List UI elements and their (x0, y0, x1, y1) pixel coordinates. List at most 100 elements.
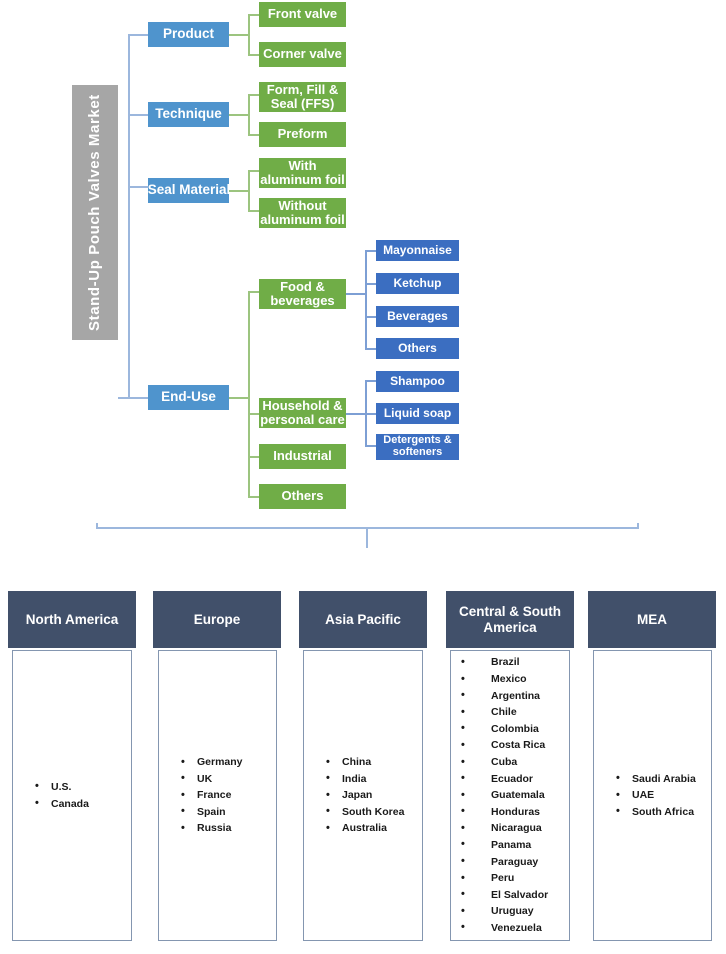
region-country-list-mea: Saudi Arabia UAE South Africa (594, 770, 711, 821)
segment-child-with-aluminum-foil[interactable]: With aluminum foil (259, 158, 346, 188)
connector-root-stub-horizontal (118, 397, 130, 399)
list-item: Nicaragua (461, 820, 569, 837)
list-item: Australia (326, 820, 422, 837)
list-item: Honduras (461, 803, 569, 821)
connector-to-end-use (128, 397, 148, 399)
segment-node-seal-material-label: Seal Material (147, 182, 231, 198)
list-item: Mexico (461, 671, 569, 688)
segment-child-corner-valve-label: Corner valve (263, 46, 342, 62)
connector-end-use-spine (248, 292, 250, 497)
region-body-europe: Germany UK France Spain Russia (158, 650, 277, 941)
segment-node-seal-material[interactable]: Seal Material (148, 178, 230, 203)
list-item: Venezuela (461, 919, 569, 937)
connector-to-seal-material (128, 186, 148, 188)
segment-subchild-ketchup[interactable]: Ketchup (376, 273, 459, 294)
list-item: France (181, 787, 276, 804)
connector-to-technique (128, 114, 148, 116)
region-country-list-central-south-america: Brazil Mexico Argentina Chile Colombia C… (451, 654, 569, 936)
connector-food-to-beverages (365, 316, 377, 318)
segment-node-technique[interactable]: Technique (148, 102, 229, 127)
connector-region-bracket-left-stub (96, 523, 98, 529)
segment-subchild-others-label: Others (398, 341, 437, 356)
connector-region-bracket-right-stub (637, 523, 639, 529)
segment-child-front-valve[interactable]: Front valve (259, 2, 346, 27)
list-item: Ecuador (461, 770, 569, 788)
segment-child-preform[interactable]: Preform (259, 122, 346, 147)
segment-node-product[interactable]: Product (148, 22, 229, 47)
list-item: South Korea (326, 803, 422, 821)
list-item: Uruguay (461, 903, 569, 920)
connector-food-to-others (365, 348, 377, 350)
region-header-mea: MEA (588, 591, 716, 648)
connector-food-to-mayonnaise (365, 250, 377, 252)
segment-subchild-ketchup-label: Ketchup (393, 276, 442, 291)
segment-subchild-others[interactable]: Others (376, 338, 459, 359)
connector-food-beverages-spine (365, 251, 367, 350)
segment-child-corner-valve[interactable]: Corner valve (259, 42, 346, 67)
connector-seal-material-spine (248, 171, 250, 212)
list-item: El Salvador (461, 886, 569, 904)
connector-technique-spine (248, 95, 250, 136)
connector-end-use-to-others (248, 496, 260, 498)
segment-child-with-aluminum-foil-label: With aluminum foil (260, 157, 345, 187)
connector-seal-material-out (229, 190, 249, 192)
segment-subchild-shampoo[interactable]: Shampoo (376, 371, 459, 392)
connector-seal-to-without-foil (248, 210, 260, 212)
list-item: China (326, 754, 422, 771)
region-header-north-america: North America (8, 591, 136, 648)
segment-child-industrial[interactable]: Industrial (259, 444, 346, 469)
segment-subchild-detergents-softeners[interactable]: Detergents & softeners (376, 434, 459, 460)
segment-node-end-use[interactable]: End-Use (148, 385, 229, 410)
region-country-list-europe: Germany UK France Spain Russia (159, 754, 276, 837)
segment-child-others[interactable]: Others (259, 484, 346, 509)
list-item: India (326, 770, 422, 788)
region-country-list-north-america: U.S. Canada (13, 778, 131, 812)
segment-child-household-personal-care[interactable]: Household & personal care (259, 398, 346, 428)
segment-subchild-detergents-softeners-label: Detergents & softeners (383, 434, 452, 458)
connector-food-to-ketchup (365, 283, 377, 285)
connector-to-product (128, 34, 148, 36)
segment-child-food-beverages-label: Food & beverages (270, 278, 335, 308)
connector-end-use-to-food-beverages (248, 291, 260, 293)
segment-child-without-aluminum-foil[interactable]: Without aluminum foil (259, 198, 346, 228)
connector-end-use-out (229, 397, 249, 399)
list-item: Paraguay (461, 853, 569, 871)
connector-household-to-shampoo (365, 380, 377, 382)
segment-child-front-valve-label: Front valve (267, 6, 338, 22)
region-header-asia-pacific: Asia Pacific (299, 591, 427, 648)
connector-household-out (346, 413, 366, 415)
connector-product-to-front-valve (248, 14, 260, 16)
segment-node-technique-label: Technique (155, 106, 222, 122)
region-header-asia-pacific-label: Asia Pacific (325, 611, 401, 627)
list-item: Spain (181, 803, 276, 821)
segment-node-product-label: Product (162, 26, 214, 42)
list-item: Japan (326, 787, 422, 804)
segment-child-form-fill-seal[interactable]: Form, Fill & Seal (FFS) (259, 82, 346, 112)
connector-technique-to-ffs (248, 94, 260, 96)
segment-child-preform-label: Preform (277, 126, 328, 142)
connector-region-bracket-drop (366, 528, 368, 548)
connector-household-to-liquid-soap (365, 413, 377, 415)
region-header-north-america-label: North America (25, 611, 119, 627)
list-item: Germany (181, 754, 276, 771)
segment-child-food-beverages[interactable]: Food & beverages (259, 279, 346, 309)
list-item: U.S. (35, 778, 131, 796)
segment-subchild-mayonnaise[interactable]: Mayonnaise (376, 240, 459, 261)
connector-end-use-to-household (248, 413, 260, 415)
region-body-mea: Saudi Arabia UAE South Africa (593, 650, 712, 941)
list-item: South Africa (616, 803, 711, 821)
root-node-label: Stand-Up Pouch Valves Market (85, 94, 103, 331)
region-header-central-south-america: Central & South America (446, 591, 574, 648)
list-item: Panama (461, 836, 569, 854)
connector-product-out (229, 34, 249, 36)
segment-subchild-mayonnaise-label: Mayonnaise (383, 243, 452, 258)
segment-node-end-use-label: End-Use (161, 389, 216, 405)
list-item: UAE (616, 787, 711, 804)
connector-food-beverages-out (346, 293, 366, 295)
connector-technique-to-preform (248, 134, 260, 136)
segment-subchild-beverages[interactable]: Beverages (376, 306, 459, 327)
segment-subchild-liquid-soap[interactable]: Liquid soap (376, 403, 459, 424)
list-item: Costa Rica (461, 737, 569, 754)
region-country-list-asia-pacific: China India Japan South Korea Australia (304, 754, 422, 837)
root-node-stand-up-pouch-valves-market: Stand-Up Pouch Valves Market (72, 85, 118, 340)
